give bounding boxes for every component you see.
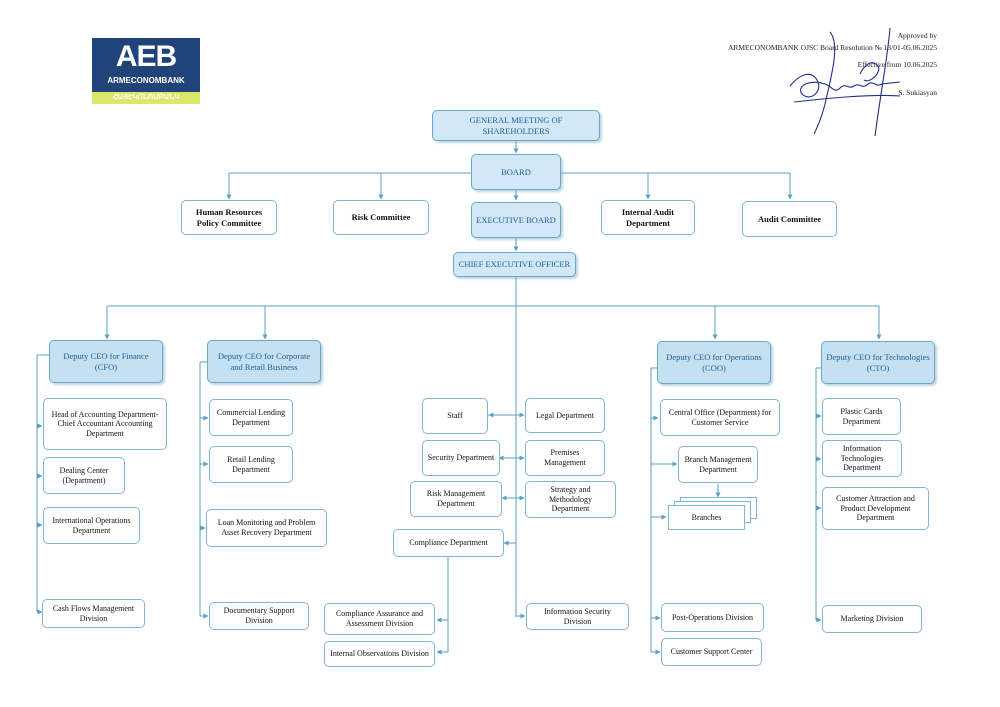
compliance-assurance-division: Compliance Assurance and Assessment Divi… bbox=[324, 603, 435, 635]
internal-observations-division: Internal Observations Division bbox=[324, 641, 435, 667]
marketing-division: Marketing Division bbox=[822, 605, 922, 633]
commercial-lending-department: Commercial Lending Department bbox=[209, 399, 293, 436]
information-technologies-department: Information Technologies Department bbox=[822, 440, 902, 477]
information-security-division: Information Security Division bbox=[526, 603, 629, 630]
board: BOARD bbox=[471, 154, 561, 190]
approval-line-3: Effective from 10.06.2025 bbox=[857, 60, 937, 69]
approval-line-2: ARMECONOMBANK OJSC Board Resolution № 13… bbox=[727, 43, 937, 52]
documentary-support-division: Documentary Support Division bbox=[209, 602, 309, 630]
risk-management-department: Risk Management Department bbox=[410, 481, 502, 517]
cash-flows-management-division: Cash Flows Management Division bbox=[42, 599, 145, 628]
loan-monitoring-department: Loan Monitoring and Problem Asset Recove… bbox=[206, 509, 327, 547]
deputy-ceo-corporate-retail: Deputy CEO for Corporate and Retail Busi… bbox=[207, 340, 321, 383]
premises-management: Premises Management bbox=[525, 440, 605, 476]
customer-support-center: Customer Support Center bbox=[661, 638, 762, 666]
signer-name: S. Sukiasyan bbox=[898, 88, 937, 97]
general-meeting-of-shareholders: GENERAL MEETING OF SHAREHOLDERS bbox=[432, 110, 600, 141]
logo-name-armenian: ՀԱՅԷԿՈՆՈՄԲԱՆԿ bbox=[92, 92, 200, 104]
post-operations-division: Post-Operations Division bbox=[661, 603, 764, 632]
customer-service-central-office: Central Office (Department) for Customer… bbox=[660, 399, 780, 436]
plastic-cards-department: Plastic Cards Department bbox=[822, 398, 901, 435]
legal-department: Legal Department bbox=[525, 398, 605, 433]
retail-lending-department: Retail Lending Department bbox=[209, 446, 293, 483]
security-department: Security Department bbox=[422, 440, 500, 476]
chief-executive-officer: CHIEF EXECUTIVE OFFICER bbox=[453, 252, 576, 277]
internal-audit-department: Internal Audit Department bbox=[601, 200, 695, 235]
hr-policy-committee: Human Resources Policy Committee bbox=[181, 200, 277, 235]
branches: Branches bbox=[668, 505, 745, 530]
compliance-department: Compliance Department bbox=[393, 529, 504, 557]
audit-committee: Audit Committee bbox=[742, 201, 837, 237]
approval-line-1: Approved by bbox=[897, 31, 937, 40]
staff: Staff bbox=[422, 398, 488, 434]
dealing-center: Dealing Center (Department) bbox=[43, 457, 125, 494]
bank-logo: AEB ARMECONOMBANK ՀԱՅԷԿՈՆՈՄԲԱՆԿ bbox=[92, 38, 200, 104]
deputy-ceo-finance: Deputy CEO for Finance (CFO) bbox=[49, 340, 163, 383]
executive-board: EXECUTIVE BOARD bbox=[471, 202, 561, 238]
risk-committee: Risk Committee bbox=[333, 200, 429, 235]
strategy-methodology-department: Strategy and Methodology Department bbox=[525, 481, 616, 518]
logo-mark: AEB bbox=[115, 40, 177, 73]
deputy-ceo-operations: Deputy CEO for Operations (COO) bbox=[657, 341, 771, 384]
customer-attraction-product-development: Customer Attraction and Product Developm… bbox=[822, 487, 929, 530]
logo-name: ARMECONOMBANK bbox=[107, 76, 185, 85]
logo-background bbox=[92, 38, 200, 92]
international-operations-department: International Operations Department bbox=[43, 507, 140, 544]
signature bbox=[789, 27, 901, 137]
accounting-department: Head of Accounting Department-Chief Acco… bbox=[43, 398, 167, 450]
deputy-ceo-technologies: Deputy CEO for Technologies (CTO) bbox=[821, 341, 935, 384]
branch-management-department: Branch Management Department bbox=[678, 446, 758, 483]
